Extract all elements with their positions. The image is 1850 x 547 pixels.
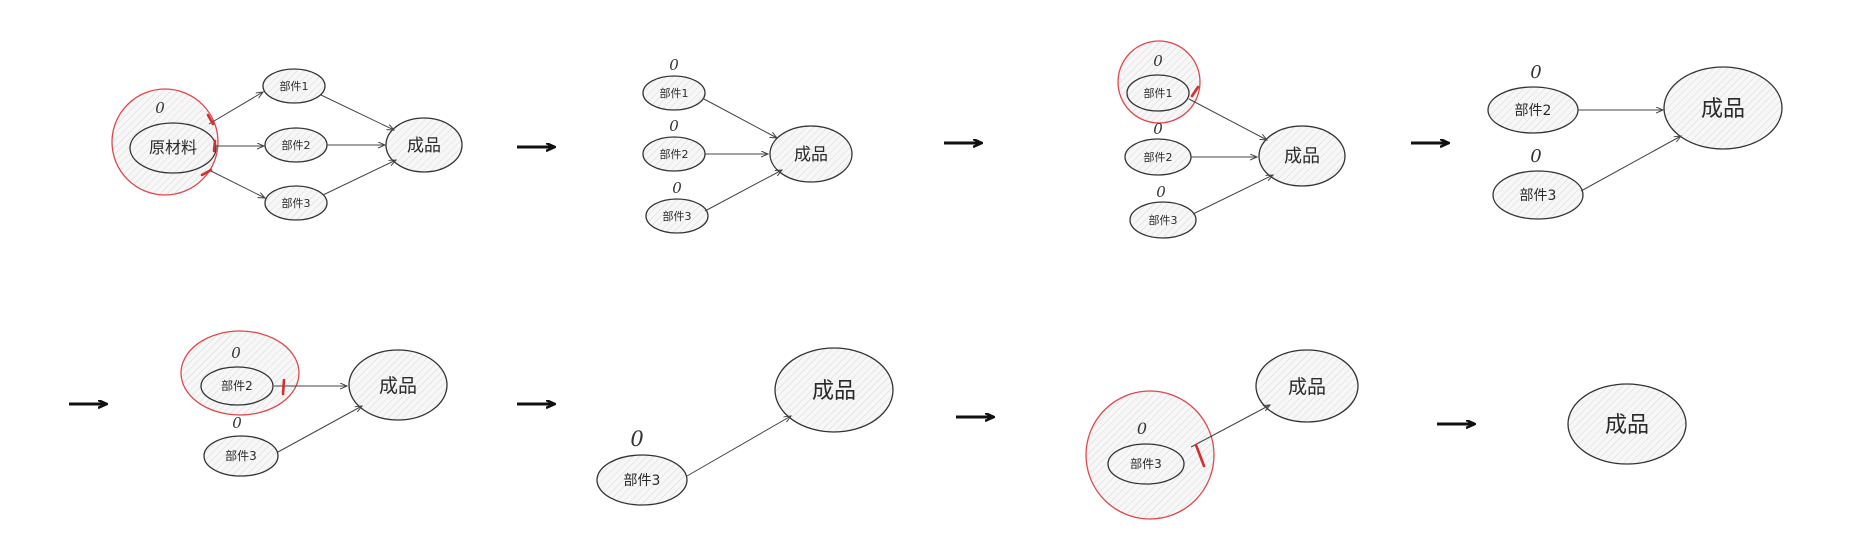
node-p1	[262, 68, 326, 104]
cut-mark	[1190, 85, 1200, 98]
node-p2	[200, 366, 274, 406]
node-p1-label: 部件1	[660, 86, 689, 100]
indegree-label: 0	[232, 414, 242, 432]
cut-mark	[281, 378, 286, 396]
node-p3-label: 部件3	[1130, 456, 1162, 471]
node-p3	[1492, 170, 1584, 220]
indegree-label: 0	[1153, 120, 1163, 138]
node-p3-label: 部件3	[225, 448, 257, 463]
step-5: 0 部件2 0 部件3 成品	[180, 330, 448, 477]
node-raw-label: 原材料	[149, 138, 197, 157]
node-p1	[642, 75, 706, 111]
node-product-label: 成品	[407, 136, 441, 156]
step-6: 0 部件3 成品	[596, 347, 894, 506]
cut-mark	[206, 113, 215, 126]
node-p2-label: 部件2	[1515, 103, 1552, 119]
indegree-label: 0	[672, 179, 682, 197]
cut-mark	[200, 168, 213, 177]
node-p3-label: 部件3	[1520, 188, 1557, 204]
node-p3-label: 部件3	[624, 473, 661, 489]
step-4: 0 部件2 0 部件3 成品	[1487, 62, 1783, 220]
edge	[1192, 175, 1273, 215]
node-p3	[596, 454, 688, 506]
edge	[1190, 405, 1270, 448]
node-product-label: 成品	[1288, 376, 1326, 398]
node-p3	[203, 435, 279, 477]
node-product-label: 成品	[1605, 413, 1649, 438]
edge	[208, 92, 263, 125]
node-product	[1255, 349, 1359, 423]
node-p1-label: 部件1	[280, 79, 309, 93]
node-p3	[1107, 443, 1185, 485]
edge	[322, 160, 396, 196]
step-8: 成品	[1567, 383, 1687, 465]
edge	[703, 98, 777, 138]
node-product	[385, 117, 463, 173]
edge	[277, 406, 362, 453]
indegree-label: 0	[669, 56, 679, 74]
indegree-label: 0	[231, 344, 241, 362]
node-product	[774, 347, 894, 433]
cut-mark	[1194, 443, 1206, 468]
edge	[1580, 136, 1681, 192]
node-p3	[264, 185, 328, 221]
edge	[320, 94, 394, 130]
node-p2-label: 部件2	[221, 378, 253, 393]
indegree-label: 0	[669, 117, 679, 135]
edge	[1188, 98, 1267, 140]
edge	[704, 170, 782, 212]
node-p3-label: 部件3	[663, 209, 692, 223]
node-product-label: 成品	[812, 379, 856, 404]
indegree-label: 0	[155, 99, 165, 117]
node-p2-label: 部件2	[660, 147, 689, 161]
node-p1-label: 部件1	[1144, 86, 1173, 100]
node-product	[1663, 66, 1783, 150]
node-raw	[129, 122, 217, 174]
step-3: 0 部件1 0 部件2 0 部件3 成品	[1117, 40, 1346, 239]
step-2: 0 部件1 0 部件2 0 部件3 成品	[642, 56, 853, 234]
indegree-label: 0	[1530, 62, 1541, 83]
edge	[686, 416, 791, 477]
node-p3-label: 部件3	[282, 196, 311, 210]
indegree-label: 0	[1153, 52, 1163, 70]
node-p2-label: 部件2	[1144, 150, 1173, 164]
indegree-label: 0	[1530, 146, 1541, 167]
node-product	[1258, 125, 1346, 187]
indegree-label: 0	[1156, 183, 1166, 201]
node-product-label: 成品	[1701, 97, 1745, 122]
node-p3-label: 部件3	[1149, 213, 1178, 227]
step-7: 0 部件3 成品	[1085, 349, 1359, 520]
node-p1	[1126, 74, 1190, 112]
node-p3	[645, 198, 709, 234]
node-product	[348, 349, 448, 421]
node-product-label: 成品	[1284, 146, 1320, 167]
edge	[208, 169, 265, 198]
node-p3	[1129, 201, 1197, 239]
indegree-label: 0	[630, 427, 643, 451]
node-product	[1567, 383, 1687, 465]
node-product-label: 成品	[379, 375, 417, 397]
cut-mark	[212, 139, 217, 153]
node-p2-label: 部件2	[282, 138, 311, 152]
node-product	[769, 125, 853, 183]
node-product-label: 成品	[794, 145, 828, 165]
step-1: 0 原材料 部件1 部件2 部件3 成品	[111, 68, 463, 221]
indegree-label: 0	[1137, 419, 1147, 438]
